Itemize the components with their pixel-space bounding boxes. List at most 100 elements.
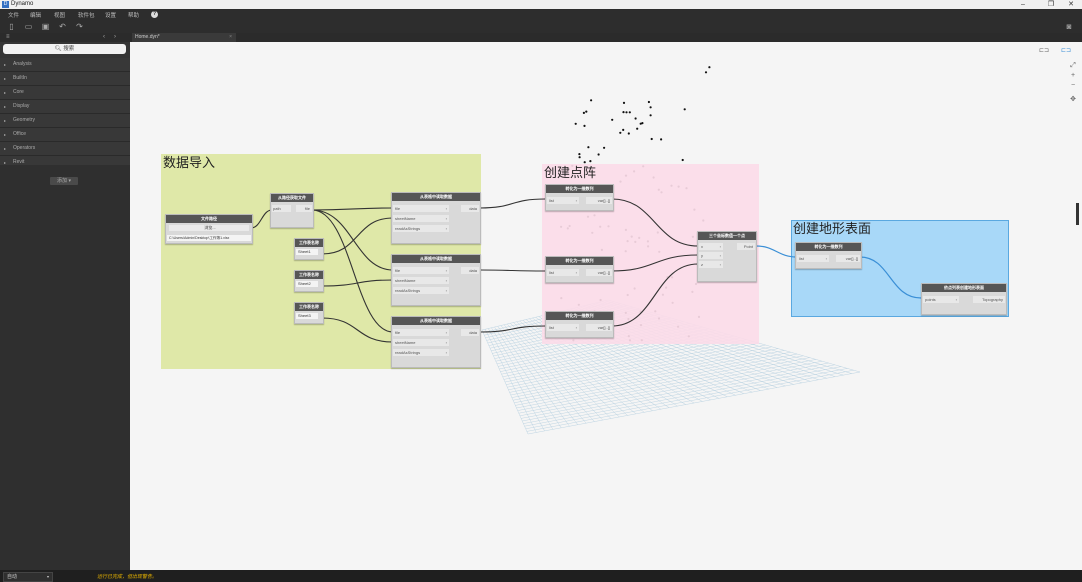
run-mode-select[interactable]: 自动 ▾ [3, 572, 53, 582]
menu-bar: 文件 编辑 视图 软件包 设置 帮助 ? [0, 9, 1082, 20]
input-port-sheetname[interactable]: sheetName› [393, 339, 449, 346]
category-office[interactable]: ▸Office [0, 128, 130, 142]
category-builtin[interactable]: ▸BuiltIn [0, 72, 130, 86]
category-display[interactable]: ▸Display [0, 100, 130, 114]
sheet-name-input[interactable]: Sheet2 [296, 281, 318, 287]
help-icon[interactable]: ? [151, 11, 158, 18]
input-port-readasstrings[interactable]: readAsStrings› [393, 349, 449, 356]
sheet-name-input[interactable]: Sheet3 [296, 313, 318, 319]
output-port-var[interactable]: var[]..[] [836, 255, 860, 262]
wire [479, 269, 546, 272]
node-point-by-coordinates[interactable]: 三个坐标数值一个点 x› y› z› Point [697, 231, 757, 282]
input-port-readasstrings[interactable]: readAsStrings› [393, 225, 449, 232]
undo-icon[interactable]: ↶ [59, 22, 66, 31]
category-core[interactable]: ▸Core [0, 86, 130, 100]
library-panel: ≡ ‹ › 🔍︎ 搜索 ▸Analysis ▸BuiltIn ▸Core ▸Di… [0, 33, 130, 570]
workspace-canvas[interactable]: 数据导入 创建点阵 创建地形表面 文件路径 [130, 42, 1082, 570]
pan-icon[interactable]: ✥ [1070, 96, 1076, 103]
redo-icon[interactable]: ↷ [76, 22, 83, 31]
restore-icon[interactable]: ❐ [1047, 1, 1055, 8]
node-file-from-path[interactable]: 从路径获取文件 path file [270, 193, 314, 228]
library-menu-icon[interactable]: ≡ [6, 34, 10, 40]
open-file-icon[interactable]: ▭ [24, 22, 33, 31]
input-port-file[interactable]: file› [393, 267, 449, 274]
node-file-path[interactable]: 文件路径 浏览... C:\Users\Admin\Desktop\工作簿1.x… [165, 214, 253, 244]
input-port-list[interactable]: list› [547, 324, 579, 331]
wire-selected [859, 256, 922, 299]
output-port-data[interactable]: data [461, 267, 479, 274]
node-read-excel-2[interactable]: 从表格中读取数据 file› sheetName› readAsStrings›… [391, 254, 481, 306]
close-window-icon[interactable]: ✕ [1068, 1, 1074, 8]
node-read-excel-3[interactable]: 从表格中读取数据 file› sheetName› readAsStrings›… [391, 316, 481, 368]
node-title: 工作表名称 [295, 271, 323, 279]
library-expand-icon[interactable]: › [114, 34, 116, 40]
node-flatten-2[interactable]: 转化为一维数列 list› var[]..[] [545, 256, 614, 283]
node-sheet-name-3[interactable]: 工作表名称 Sheet3 [294, 302, 324, 324]
node-title: 工作表名称 [295, 239, 323, 247]
node-title: 转化为一维数列 [546, 185, 613, 193]
category-label: Geometry [13, 117, 35, 123]
geometry-view-icon[interactable]: ⊏⊐ [1060, 48, 1072, 54]
node-sheet-name-2[interactable]: 工作表名称 Sheet2 [294, 270, 324, 292]
close-tab-icon[interactable]: × [229, 34, 232, 40]
output-port-var[interactable]: var[]..[] [586, 269, 612, 276]
minimize-icon[interactable]: – [1021, 1, 1025, 8]
node-flatten-3[interactable]: 转化为一维数列 list› var[]..[] [545, 311, 614, 338]
node-flatten-4[interactable]: 转化为一维数列 list› var[]..[] [795, 242, 862, 269]
output-port-data[interactable]: data [461, 205, 479, 212]
menu-packages[interactable]: 软件包 [78, 13, 95, 19]
sheet-name-input[interactable]: Sheet1 [296, 249, 318, 255]
add-library-button[interactable]: 添加 ▾ [50, 177, 78, 185]
camera-icon[interactable]: ◙ [1066, 22, 1072, 31]
wire [611, 198, 699, 247]
menu-file[interactable]: 文件 [8, 13, 20, 19]
input-port-sheetname[interactable]: sheetName› [393, 277, 449, 284]
input-port-list[interactable]: list› [547, 269, 579, 276]
input-port-points[interactable]: points› [923, 296, 959, 303]
canvas-scrollbar[interactable] [1076, 203, 1079, 225]
output-port-var[interactable]: var[]..[] [586, 324, 612, 331]
input-port-sheetname[interactable]: sheetName› [393, 215, 449, 222]
category-operators[interactable]: ▸Operators [0, 142, 130, 156]
chevron-right-icon: ▸ [4, 132, 7, 137]
input-port-x[interactable]: x› [699, 243, 723, 250]
input-port-path[interactable]: path [272, 205, 291, 212]
input-port-file[interactable]: file› [393, 329, 449, 336]
node-read-excel-1[interactable]: 从表格中读取数据 file› sheetName› readAsStrings›… [391, 192, 481, 244]
menu-help[interactable]: 帮助 [128, 13, 140, 19]
input-port-y[interactable]: y› [699, 252, 723, 259]
save-icon[interactable]: ▣ [41, 22, 50, 31]
node-title: 工作表名称 [295, 303, 323, 311]
input-port-list[interactable]: list› [547, 197, 579, 204]
library-search-input[interactable]: 🔍︎ 搜索 [3, 44, 126, 54]
output-port-point[interactable]: Point [737, 243, 755, 250]
graph-view-icon[interactable]: ⊏⊐ [1038, 48, 1050, 54]
tab-home-dyn[interactable]: Home.dyn* × [132, 33, 236, 42]
input-port-list[interactable]: list› [797, 255, 829, 262]
category-geometry[interactable]: ▸Geometry [0, 114, 130, 128]
chevron-right-icon: ▸ [4, 90, 7, 95]
library-collapse-icon[interactable]: ‹ [103, 34, 105, 40]
output-port-file[interactable]: file [296, 205, 312, 212]
new-file-icon[interactable]: ▯ [9, 22, 14, 31]
node-topography-by-points[interactable]: 依点列表创建地形表面 points› Topography [921, 283, 1007, 315]
add-label: 添加 [57, 178, 68, 184]
wire [611, 263, 699, 327]
input-port-readasstrings[interactable]: readAsStrings› [393, 287, 449, 294]
zoom-out-icon[interactable]: − [1070, 82, 1076, 89]
menu-edit[interactable]: 编辑 [30, 13, 42, 19]
menu-settings[interactable]: 设置 [105, 13, 117, 19]
wire-selected [755, 245, 798, 258]
output-port-topography[interactable]: Topography [973, 296, 1005, 303]
output-port-data[interactable]: data [461, 329, 479, 336]
zoom-fit-icon[interactable]: ⤢ [1070, 62, 1076, 69]
browse-button[interactable]: 浏览... [169, 225, 249, 231]
zoom-in-icon[interactable]: + [1070, 72, 1076, 79]
category-analysis[interactable]: ▸Analysis [0, 58, 130, 72]
node-sheet-name-1[interactable]: 工作表名称 Sheet1 [294, 238, 324, 260]
output-port-var[interactable]: var[]..[] [586, 197, 612, 204]
node-flatten-1[interactable]: 转化为一维数列 list› var[]..[] [545, 184, 614, 211]
menu-view[interactable]: 视图 [54, 13, 66, 19]
input-port-file[interactable]: file› [393, 205, 449, 212]
input-port-z[interactable]: z› [699, 261, 723, 268]
